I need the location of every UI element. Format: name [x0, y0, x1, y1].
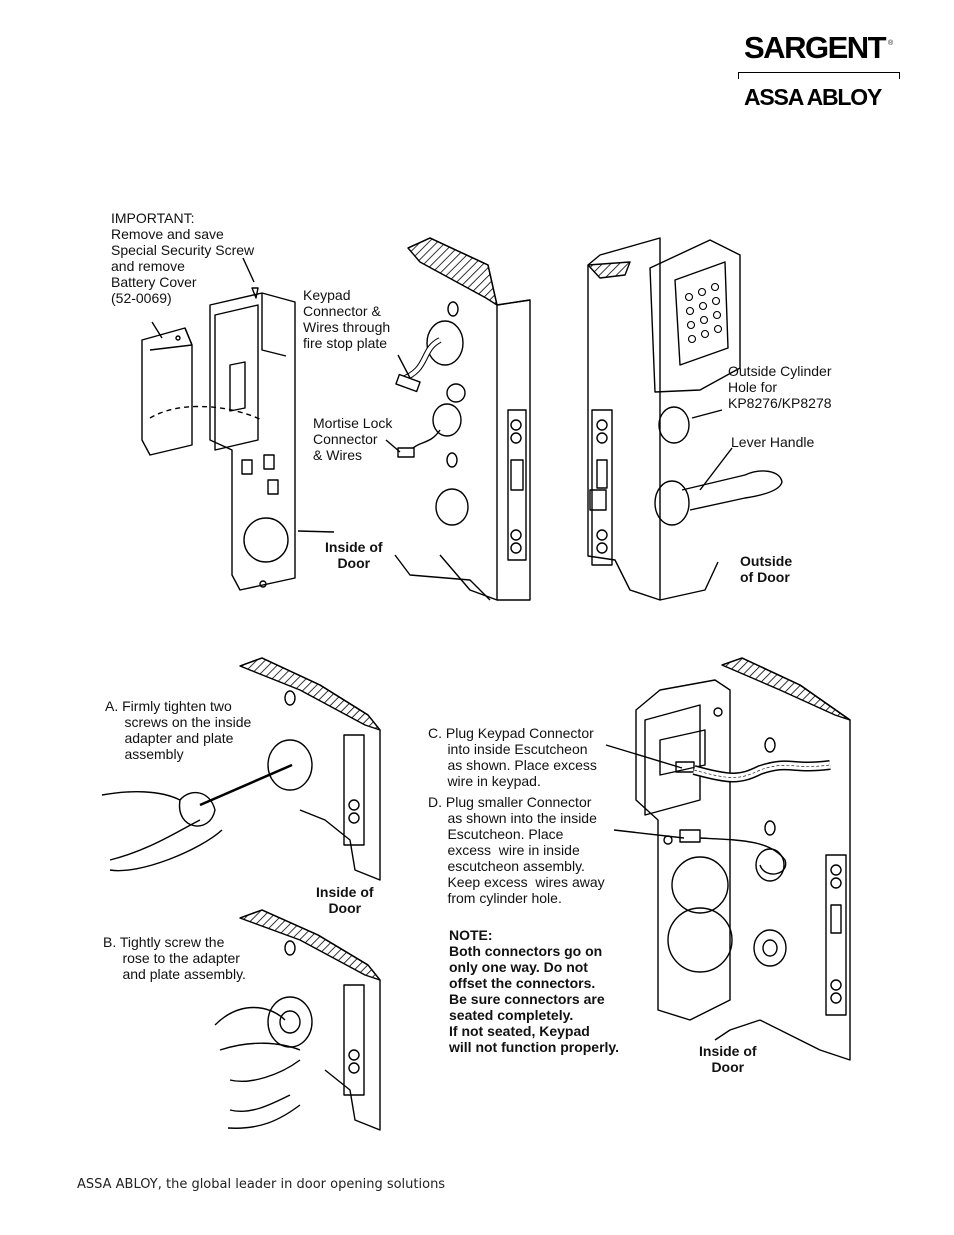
inside-door-panel	[407, 237, 531, 601]
note-text: NOTE: Both connectors go on only one way…	[449, 927, 620, 1055]
inside-escutcheon	[209, 292, 296, 591]
outside-door-panel	[587, 237, 783, 601]
outside-of-door-label: Outside of Door	[740, 553, 793, 585]
step-cd-illustration	[635, 657, 851, 1061]
step-c-text: C. Plug Keypad Connector into inside Esc…	[428, 725, 597, 789]
inside-of-door-label: Inside of Door	[325, 539, 383, 571]
registered-mark: ®	[888, 40, 894, 47]
keypad-connector-label: Keypad Connector & Wires through fire st…	[303, 287, 391, 351]
battery-cover	[141, 327, 193, 456]
step-a-text: A. Firmly tighten two screws on the insi…	[105, 698, 252, 762]
outside-cylinder-label: Outside Cylinder Hole for KP8276/KP8278	[728, 363, 832, 411]
mortise-connector-label: Mortise Lock Connector & Wires	[313, 415, 393, 463]
important-note: IMPORTANT: Remove and save Special Secur…	[111, 210, 255, 306]
assa-abloy-logo: ASSA ABLOY	[744, 84, 882, 110]
step-a-inside-of-door: Inside of Door	[316, 884, 374, 916]
footer-tagline: ASSA ABLOY, the global leader in door op…	[77, 1177, 446, 1192]
step-b-illustration	[214, 909, 381, 1131]
step-b-text: B. Tightly screw the rose to the adapter…	[103, 934, 246, 982]
step-a-illustration	[101, 657, 381, 881]
sargent-logo: SARGENT	[744, 30, 887, 65]
lever-handle-label: Lever Handle	[731, 434, 815, 450]
step-d-text: D. Plug smaller Connector as shown into …	[428, 794, 605, 906]
logo-divider	[738, 72, 900, 79]
step-cd-inside-of-door: Inside of Door	[699, 1043, 757, 1075]
